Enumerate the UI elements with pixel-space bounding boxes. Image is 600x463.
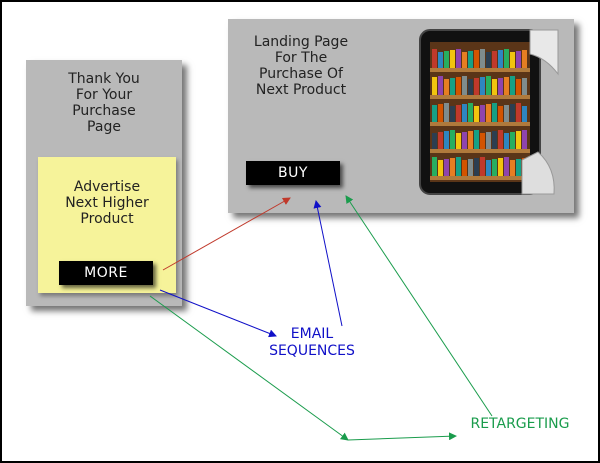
retargeting-arrow-across (347, 432, 457, 441)
email-arrow-to-label (159, 289, 277, 338)
retargeting-arrow-up (345, 195, 493, 417)
tablet-bookshelf-icon (419, 29, 559, 195)
retargeting-arrow-down (149, 295, 349, 441)
thank-you-page-panel: Thank You For Your Purchase Page Adverti… (26, 60, 182, 306)
retargeting-label: RETARGETING (470, 416, 570, 432)
buy-button[interactable]: BUY (246, 161, 340, 185)
landing-page-title: Landing Page For The Purchase Of Next Pr… (253, 34, 349, 98)
direct-arrow (162, 197, 291, 271)
advertise-note-text: Advertise Next Higher Product (65, 179, 149, 227)
email-sequences-label: EMAIL SEQUENCES (269, 326, 355, 359)
thank-you-page-title: Thank You For Your Purchase Page (68, 71, 140, 135)
more-button[interactable]: MORE (59, 261, 153, 285)
email-arrow-to-buy (313, 200, 343, 327)
landing-page-panel: Landing Page For The Purchase Of Next Pr… (228, 19, 574, 213)
